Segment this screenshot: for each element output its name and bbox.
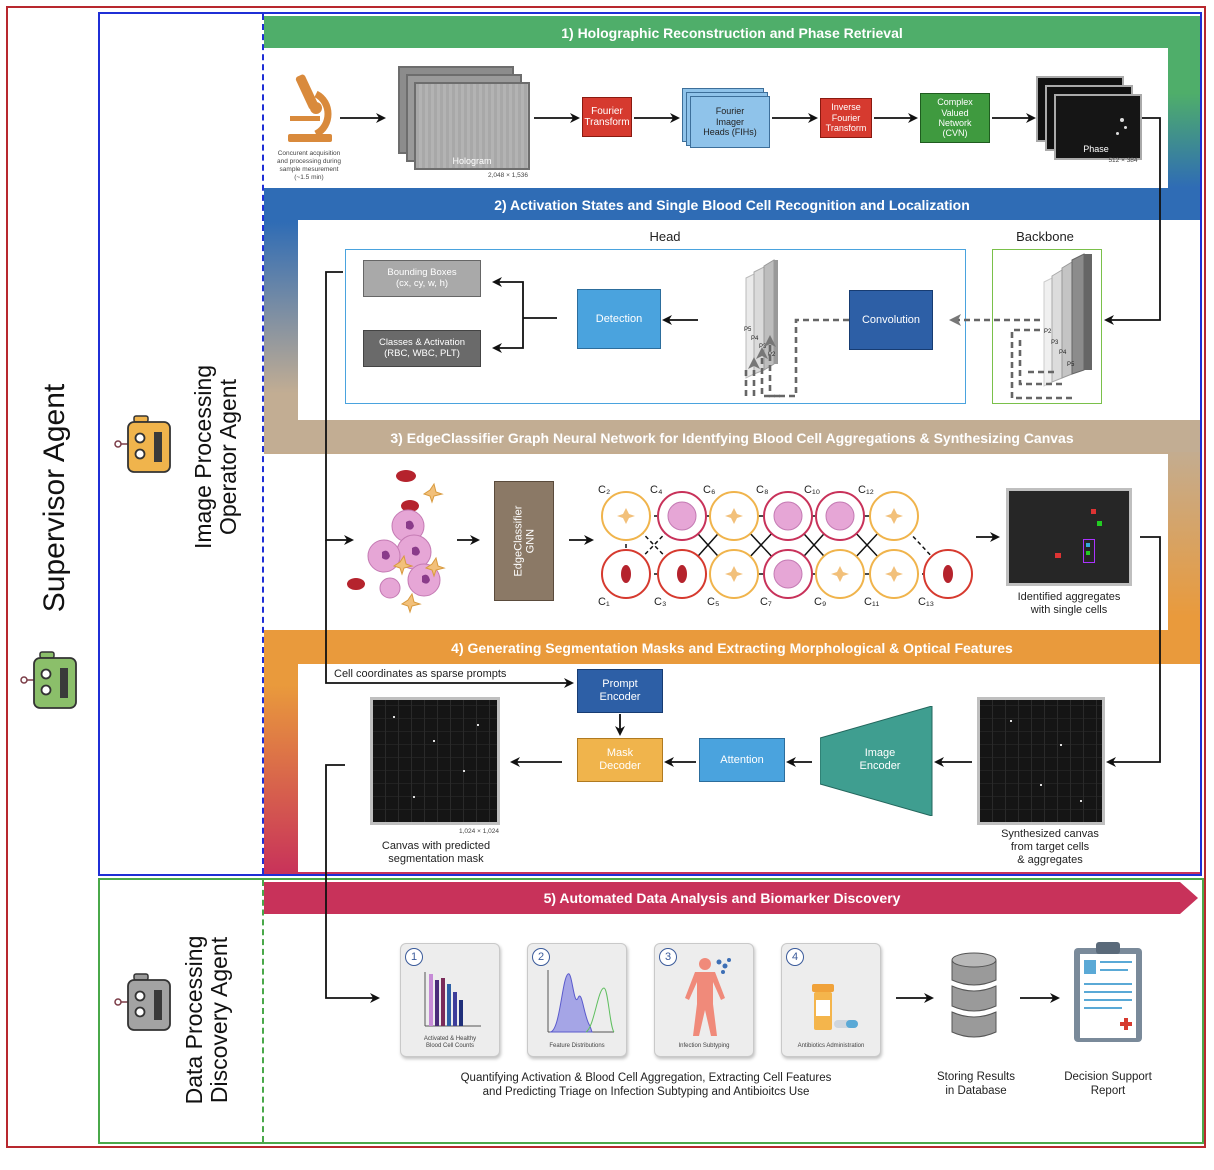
edgeclassifier-gnn-box: EdgeClassifier GNN: [494, 481, 554, 601]
cell-graph: [601, 491, 973, 599]
backbone-p2-label: P2: [1044, 329, 1052, 335]
predicted-canvas-caption: Canvas with predicted segmentation mask: [381, 840, 491, 866]
complex-valued-network-box: Complex Valued Network (CVN): [920, 93, 990, 143]
data-processing-frame: [98, 878, 1204, 1144]
pill-bottle-icon: [812, 984, 858, 1030]
mask-decoder-box: Mask Decoder: [577, 738, 663, 782]
synthesized-canvas-image: [977, 697, 1105, 825]
node-label-c3: C₃: [654, 596, 667, 608]
tile-4-caption: Antibiotics Administration: [797, 1042, 865, 1049]
section-2-title: 2) Activation States and Single Blood Ce…: [264, 192, 1200, 218]
node-label-c2: C₂: [598, 484, 611, 496]
image-processing-frame: [98, 12, 1202, 876]
node-label-c6: C₆: [703, 484, 716, 496]
canvas-size-label: 1,024 × 1,024: [459, 828, 499, 835]
prompt-encoder-box: Prompt Encoder: [577, 669, 663, 713]
attention-box: Attention: [699, 738, 785, 782]
node-label-c10: C₁₀: [804, 484, 821, 496]
identified-aggregates-caption: Identified aggregates with single cells: [1017, 591, 1121, 617]
supervisor-robot-icon: [20, 651, 77, 709]
backbone-p4-label: P4: [1059, 350, 1067, 356]
database-icon: [951, 952, 997, 1038]
backbone-feature-pyramid: [1043, 253, 1092, 387]
node-label-c12: C₁₂: [858, 484, 874, 496]
convolution-box: Convolution: [849, 290, 933, 350]
fourier-imager-heads-box: Fourier Imager Heads (FIHs): [690, 96, 770, 148]
backbone-frame: [992, 249, 1102, 404]
green-dashed-divider: [262, 880, 264, 1142]
tile-2-caption: Feature Distributions: [549, 1042, 605, 1049]
tile-1-caption: Activated & Healthy Blood Cell Counts: [423, 1035, 477, 1049]
node-label-c7: C₇: [760, 596, 772, 608]
blue-dashed-divider: [262, 14, 264, 874]
phase-size: 512 × 384: [1108, 157, 1138, 164]
head-p2-label: P2: [768, 352, 776, 358]
predicted-canvas-image: [370, 697, 500, 825]
image-encoder-label: Image Encoder: [859, 747, 901, 772]
data-processing-robot-icon: [114, 973, 171, 1031]
node-label-c1: C₁: [598, 596, 610, 608]
node-label-c9: C₉: [814, 596, 827, 608]
section-3-title: 3) EdgeClassifier Graph Neural Network f…: [264, 424, 1200, 452]
acquisition-caption: Concurent acquisition and processing dur…: [277, 150, 341, 182]
classes-activation-box: Classes & Activation (RBC, WBC, PLT): [363, 330, 481, 367]
edgeclassifier-gnn-label: EdgeClassifier GNN: [511, 505, 537, 577]
detection-box: Detection: [577, 289, 661, 349]
backbone-label: Backbone: [1016, 229, 1074, 244]
image-encoder-shape: [820, 706, 933, 816]
head-p3-label: P3: [759, 344, 767, 350]
outer-frame: [6, 6, 1206, 1148]
fourier-transform-box: Fourier Transform: [582, 97, 632, 137]
phase-label: Phase: [1083, 144, 1109, 154]
image-processing-robot-icon: [114, 415, 171, 473]
image-processing-agent-label: Image Processing Operator Agent: [190, 364, 242, 550]
hologram-label: Hologram: [452, 156, 492, 166]
clipboard-report-icon: [1074, 942, 1142, 1042]
head-p5-label: P5: [744, 327, 752, 333]
head-p4-label: P4: [751, 336, 759, 342]
identified-aggregates-image: [1006, 488, 1132, 586]
node-label-c11: C₁₁: [864, 596, 880, 608]
synthesized-canvas-caption: Synthesized canvas from target cells & a…: [1001, 828, 1099, 867]
tile-antibiotics-administration: 4 Antibiotics Administration: [781, 943, 881, 1057]
node-label-c13: C₁₃: [918, 596, 935, 608]
bounding-boxes-box: Bounding Boxes (cx, cy, w, h): [363, 260, 481, 297]
human-body-icon: [685, 958, 731, 1036]
backbone-p5-label: P5: [1067, 362, 1075, 368]
distribution-icon: [547, 970, 615, 1033]
decision-support-caption: Decision Support Report: [1064, 1071, 1152, 1097]
tile-1-number: 1: [405, 948, 423, 966]
node-label-c8: C₈: [756, 484, 769, 496]
bar-chart-icon: [424, 972, 481, 1027]
tile-2-number: 2: [532, 948, 550, 966]
node-label-c4: C₄: [650, 484, 663, 496]
quantifying-caption: Quantifying Activation & Blood Cell Aggr…: [460, 1072, 832, 1098]
tile-3-number: 3: [659, 948, 677, 966]
backbone-p3-label: P3: [1051, 340, 1059, 346]
section-5-band: [264, 882, 1198, 914]
tile-infection-subtyping: 3 Infection Subtyping: [654, 943, 754, 1057]
node-label-c5: C₅: [707, 596, 720, 608]
data-processing-agent-label: Data Processing Discovery Agent: [181, 935, 233, 1105]
supervisor-agent-label: Supervisor Agent: [38, 383, 71, 613]
hologram-size: 2,048 × 1,536: [488, 172, 528, 179]
tile-4-number: 4: [786, 948, 804, 966]
phase-stack: [1036, 76, 1142, 160]
inverse-fourier-box: Inverse Fourier Transform: [820, 98, 872, 138]
hologram-stack: [398, 66, 530, 170]
storing-results-caption: Storing Results in Database: [937, 1071, 1015, 1097]
tile-3-caption: Infection Subtyping: [678, 1042, 730, 1049]
sparse-prompts-label: Cell coordinates as sparse prompts: [334, 668, 507, 680]
microscope-icon: [288, 74, 332, 142]
section-1-title: 1) Holographic Reconstruction and Phase …: [264, 20, 1200, 46]
blood-cell-cluster-illustration: [347, 470, 446, 614]
section-5-title: 5) Automated Data Analysis and Biomarker…: [543, 890, 901, 906]
head-label: Head: [649, 229, 681, 244]
tile-feature-distributions: 2 Feature Distributions: [527, 943, 627, 1057]
tile-blood-cell-counts: 1 Activated & Healthy Blood Cell Counts: [400, 943, 500, 1057]
